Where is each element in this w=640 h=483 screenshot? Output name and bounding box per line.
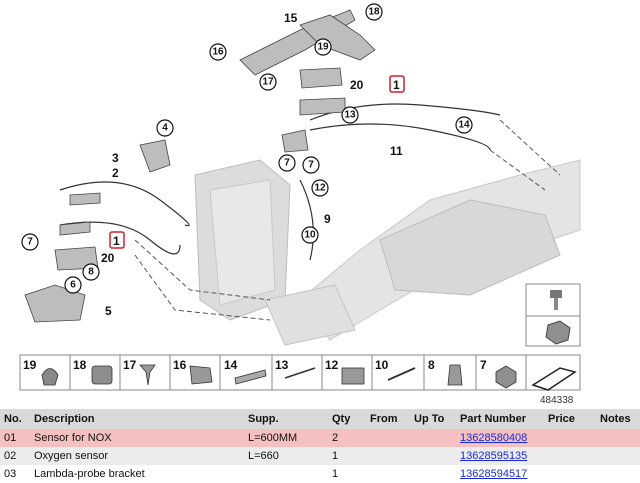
cell-qty: 1: [328, 447, 366, 465]
table-row[interactable]: 02 Oxygen sensor L=660 1 13628595135: [0, 447, 640, 465]
callout-1-top: 1: [393, 78, 400, 92]
cell-supp: L=600MM: [244, 429, 328, 447]
col-header-description: Description: [30, 409, 244, 429]
cell-part-number: 13628580408: [456, 429, 544, 447]
col-header-supp: Supp.: [244, 409, 328, 429]
cell-supp: L=660: [244, 447, 328, 465]
callout-16: 16: [209, 43, 227, 61]
svg-text:12: 12: [314, 183, 326, 194]
cell-from: [366, 465, 410, 483]
callout-9: 9: [324, 212, 331, 226]
cell-qty: 1: [332, 468, 339, 480]
part-number-link[interactable]: 13628595135: [460, 450, 528, 462]
callout-17: 17: [259, 73, 277, 91]
col-header-from: From: [366, 409, 410, 429]
callout-1-left: 1: [113, 234, 120, 248]
callout-18: 18: [365, 3, 383, 21]
strip-label-17: 17: [123, 358, 137, 372]
callout-12: 12: [311, 179, 329, 197]
svg-text:17: 17: [262, 77, 274, 88]
callout-20: 20: [350, 78, 364, 92]
callout-13: 13: [341, 106, 359, 124]
callout-7-b: 7: [302, 156, 320, 174]
callout-5: 5: [105, 304, 112, 318]
svg-text:14: 14: [458, 120, 470, 131]
callout-20-left: 20: [101, 251, 115, 265]
cell-part-number: 13628595135: [456, 447, 544, 465]
svg-text:6: 6: [70, 280, 76, 291]
cell-no: 02: [0, 447, 30, 465]
strip-label-19: 19: [23, 358, 37, 372]
col-header-no: No.: [0, 409, 30, 429]
cell-notes: [596, 447, 640, 465]
col-header-qty: Qty: [328, 409, 366, 429]
callout-6: 6: [64, 276, 82, 294]
small-parts-panel: [525, 283, 581, 347]
callout-7-a: 7: [278, 154, 296, 172]
callout-10: 10: [301, 226, 319, 244]
strip-label-13: 13: [275, 358, 289, 372]
cell-up-to: [410, 465, 456, 483]
cell-from: [366, 447, 410, 465]
strip-label-7: 7: [480, 358, 487, 372]
callout-15: 15: [284, 11, 298, 25]
cell-price: [544, 429, 596, 447]
cell-price: [544, 447, 596, 465]
cell-notes: [596, 465, 640, 483]
cell-supp: [244, 465, 328, 483]
callout-11: 11: [390, 144, 403, 158]
col-header-price: Price: [544, 409, 596, 429]
exhaust-system-drawing: [194, 159, 581, 346]
strip-label-8: 8: [428, 358, 435, 372]
cell-notes: [596, 429, 640, 447]
cell-no: 01: [0, 429, 30, 447]
svg-text:7: 7: [308, 160, 314, 171]
callout-8: 8: [82, 263, 100, 281]
part-number-link[interactable]: 13628580408: [460, 432, 528, 444]
cell-price: [544, 465, 596, 483]
table-header-row: No. Description Supp. Qty From Up To Par…: [0, 409, 640, 429]
callout-2: 2: [112, 166, 119, 180]
callout-14: 14: [455, 116, 473, 134]
strip-label-12: 12: [325, 358, 339, 372]
callout-7-c: 7: [21, 233, 39, 251]
cell-part-number: 13628594517: [456, 465, 544, 483]
cell-description: Sensor for NOX: [30, 429, 244, 447]
svg-text:19: 19: [317, 42, 329, 53]
svg-text:16: 16: [212, 47, 224, 58]
strip-label-10: 10: [375, 358, 389, 372]
cell-up-to: [410, 447, 456, 465]
table-row[interactable]: 03 Lambda-probe bracket 1 13628594517: [0, 465, 640, 483]
callout-3: 3: [112, 151, 119, 165]
parts-diagram: 15 20 1 11 9 3 2 1 20 5 6 4 18 16 17 19 …: [19, 3, 581, 406]
cell-description: Lambda-probe bracket: [34, 468, 145, 480]
cell-up-to: [410, 429, 456, 447]
col-header-part-number: Part Number: [456, 409, 544, 429]
cell-description: Oxygen sensor: [30, 447, 244, 465]
strip-label-16: 16: [173, 358, 187, 372]
highlight-box-1-left: [109, 231, 125, 249]
col-header-notes: Notes: [596, 409, 640, 429]
svg-text:8: 8: [88, 267, 94, 278]
cell-qty: 2: [328, 429, 366, 447]
strip-label-14: 14: [224, 358, 238, 372]
cell-from: [366, 429, 410, 447]
svg-text:13: 13: [344, 110, 356, 121]
strip-label-18: 18: [73, 358, 87, 372]
svg-text:10: 10: [304, 230, 316, 241]
table-row[interactable]: 01 Sensor for NOX L=600MM 2 13628580408: [0, 429, 640, 447]
svg-text:4: 4: [162, 123, 168, 134]
diagram-reference-number: 484338: [540, 395, 574, 406]
col-header-up-to: Up To: [410, 409, 456, 429]
parts-table: No. Description Supp. Qty From Up To Par…: [0, 409, 640, 483]
callout-19: 19: [314, 38, 332, 56]
cell-no: 03: [4, 468, 17, 480]
callout-4: 4: [156, 119, 174, 137]
svg-text:18: 18: [368, 7, 380, 18]
parts-strip: 19 18 17 16 14 13 12 10 8 7: [19, 354, 581, 391]
part-number-link[interactable]: 13628594517: [460, 468, 528, 480]
svg-text:7: 7: [284, 158, 290, 169]
svg-text:7: 7: [27, 237, 33, 248]
highlight-box-1-top: [389, 75, 405, 93]
